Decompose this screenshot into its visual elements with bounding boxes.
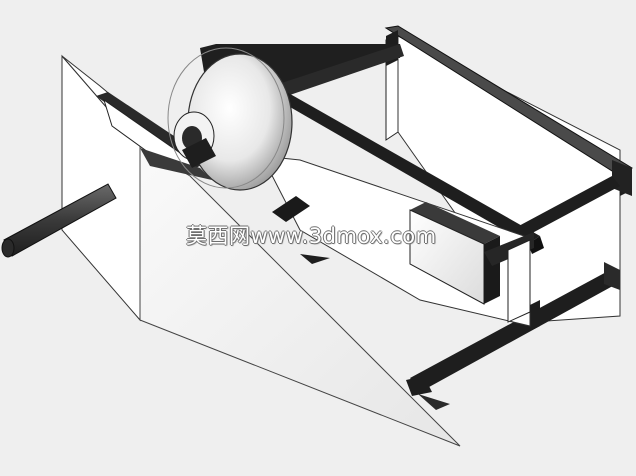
deflector-fin xyxy=(272,196,330,264)
inlet-shaft xyxy=(1,183,117,258)
frame-middle-beam xyxy=(250,78,544,254)
fan-housing xyxy=(167,47,293,191)
frame-foot-bracket xyxy=(406,376,450,410)
frame-bottom-beam xyxy=(410,262,620,392)
frame-front-post xyxy=(528,300,540,332)
frame-right-cross-beam xyxy=(500,176,620,246)
motor-box xyxy=(409,202,534,323)
